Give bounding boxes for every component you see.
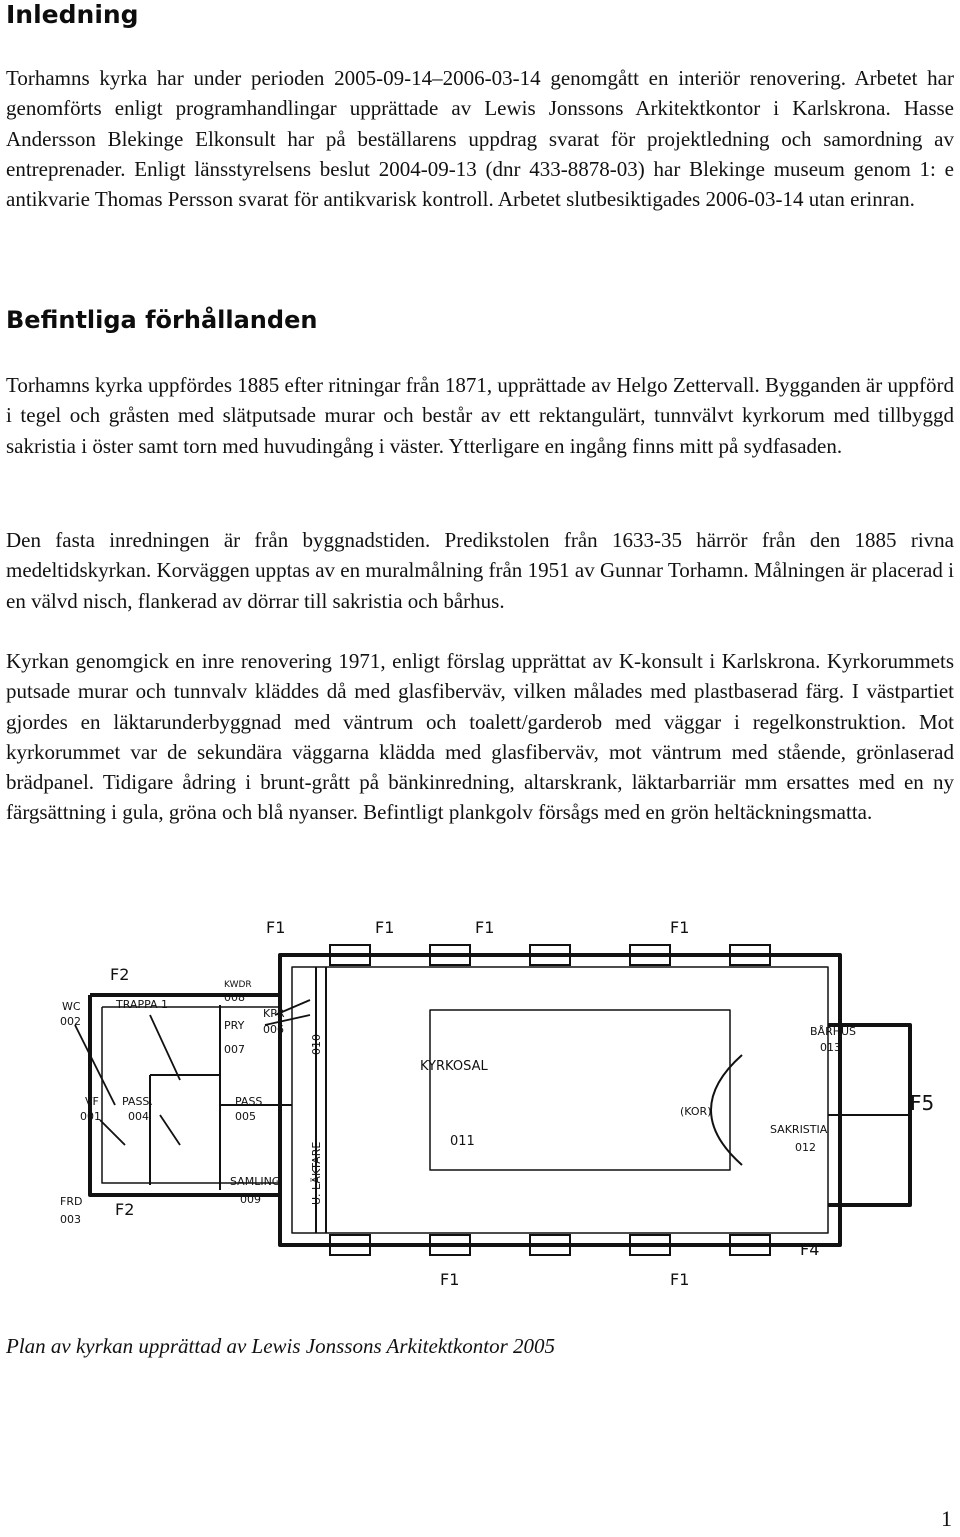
label-f2-top: F2 — [110, 965, 129, 984]
heading-befintliga-forhallanden: Befintliga förhållanden — [6, 306, 318, 334]
label-frd: FRD — [60, 1195, 82, 1208]
paragraph-interior: Den fasta inredningen är från byggnadsti… — [6, 528, 954, 613]
page-number: 1 — [941, 1506, 952, 1531]
label-kpr-num: 006 — [263, 1023, 284, 1036]
label-vf: VF — [85, 1095, 99, 1108]
church-floor-plan: F1 F1 F1 F1 F2 F2 F5 F4 F1 F1 WC 002 TRA… — [60, 918, 934, 1289]
label-frd-num: 003 — [60, 1213, 81, 1226]
label-kwdr-num: 008 — [224, 991, 245, 1004]
label-kyrkosal: KYRKOSAL — [420, 1059, 488, 1074]
label-samling: SAMLING — [230, 1175, 280, 1188]
label-pass2: PASS — [235, 1095, 262, 1108]
plan-arrows — [74, 999, 311, 1146]
label-f2-bottom: F2 — [115, 1200, 134, 1219]
label-f1-6: F1 — [670, 1270, 689, 1289]
label-pass1-num: 004 — [128, 1110, 149, 1123]
plan-windows — [329, 944, 771, 1256]
heading-inledning: Inledning — [6, 0, 139, 29]
label-f1-2: F1 — [375, 918, 394, 937]
paragraph-renovation-1971: Kyrkan genomgick en inre renovering 1971… — [6, 649, 954, 825]
label-laktare: U. LÄKTARE — [310, 1142, 323, 1205]
label-f1-5: F1 — [440, 1270, 459, 1289]
label-pry-num: 007 — [224, 1043, 245, 1056]
label-f5: F5 — [910, 1091, 934, 1115]
label-trappa: TRAPPA 1 — [115, 998, 168, 1011]
label-kpr: KPR — [263, 1007, 285, 1020]
label-f1-4: F1 — [670, 918, 689, 937]
label-pry: PRY — [224, 1019, 245, 1032]
label-barhus-num: 013 — [820, 1041, 841, 1054]
figure-caption: Plan av kyrkan upprättad av Lewis Jonsso… — [6, 1334, 556, 1358]
label-samling-num: 009 — [240, 1193, 261, 1206]
label-f4: F4 — [800, 1240, 819, 1259]
label-sakristia-num: 012 — [795, 1141, 816, 1154]
label-kwdr: KWDR — [224, 980, 252, 990]
paragraph-history: Torhamns kyrka uppfördes 1885 efter ritn… — [6, 373, 954, 458]
label-wc: WC — [62, 1000, 81, 1013]
label-010: 010 — [310, 1034, 323, 1055]
label-barhus: BÅRHUS — [810, 1025, 856, 1038]
label-kyrkosal-num: 011 — [450, 1134, 475, 1149]
label-sakristia: SAKRISTIA — [770, 1123, 828, 1136]
label-wc-num: 002 — [60, 1015, 81, 1028]
label-f1-1: F1 — [266, 918, 285, 937]
label-pass2-num: 005 — [235, 1110, 256, 1123]
plan-walls — [88, 953, 912, 1247]
paragraph-intro: Torhamns kyrka har under perioden 2005-0… — [6, 66, 954, 212]
label-pass1: PASS. — [122, 1095, 153, 1108]
label-kor: (KOR) — [680, 1105, 712, 1118]
label-vf-num: 001 — [80, 1110, 101, 1123]
label-f1-3: F1 — [475, 918, 494, 937]
